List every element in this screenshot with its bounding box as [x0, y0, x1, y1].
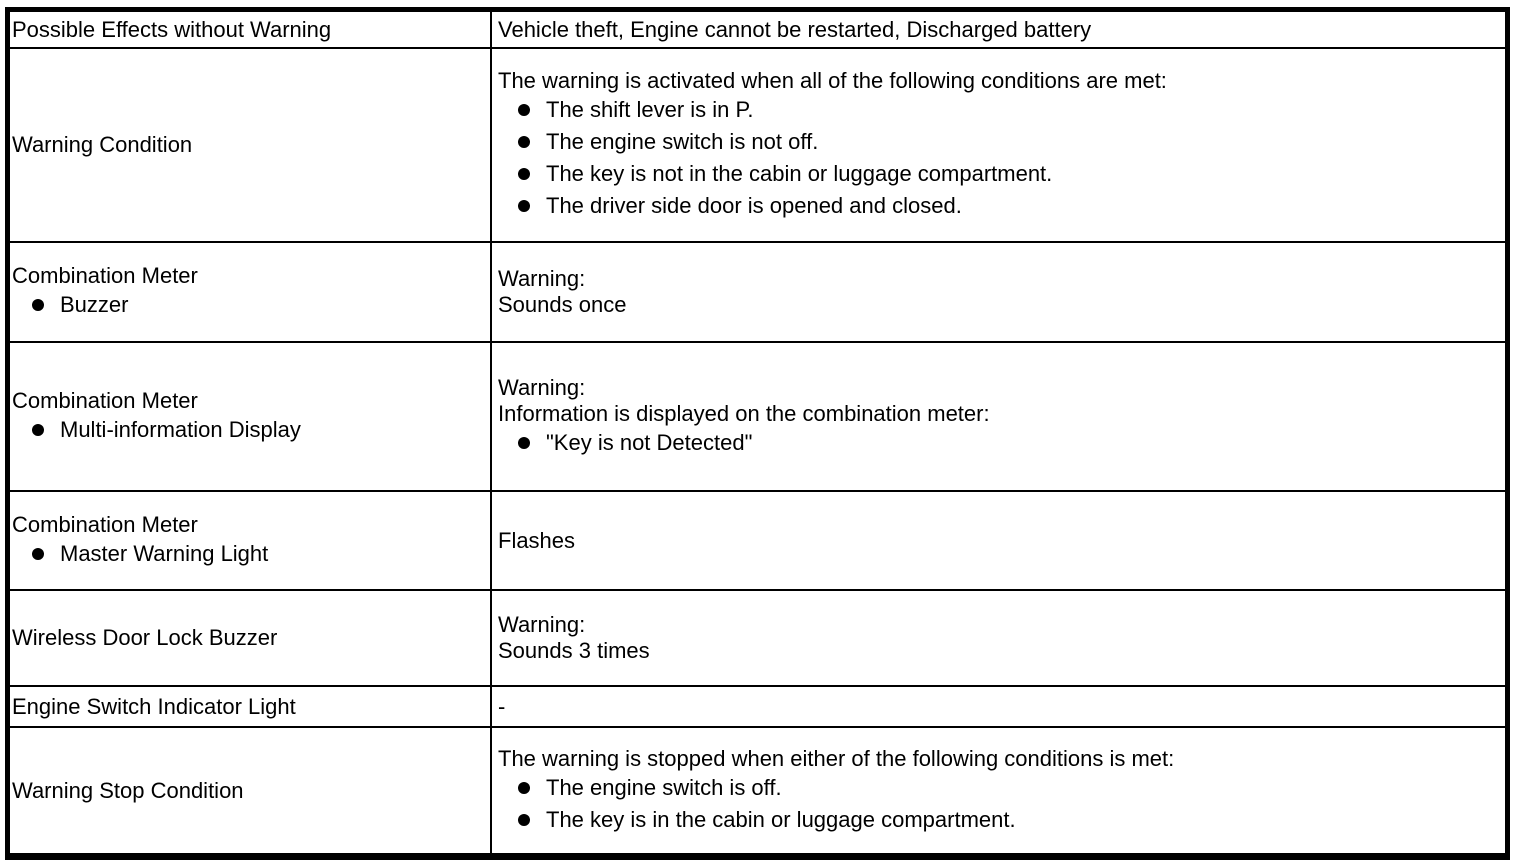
- bullet-icon: [32, 299, 44, 311]
- list-item: The driver side door is opened and close…: [498, 190, 1497, 222]
- cell-text: The warning is stopped when either of th…: [498, 745, 1175, 771]
- list-item: Master Warning Light: [12, 538, 486, 570]
- row-engine-switch-indicator-label-cell: Engine Switch Indicator Light: [10, 687, 492, 728]
- message-list: "Key is not Detected": [498, 427, 1497, 459]
- row-label: Engine Switch Indicator Light: [12, 693, 296, 719]
- cell-text: Warning:: [498, 612, 586, 637]
- row-warning-stop-condition-value-cell: The warning is stopped when either of th…: [492, 728, 1505, 853]
- row-warning-stop-condition-label-cell: Warning Stop Condition: [10, 728, 492, 853]
- list-item-text: "Key is not Detected": [546, 429, 753, 455]
- bullet-icon: [518, 813, 530, 826]
- row-multi-info-display-value-cell: Warning: Information is displayed on the…: [492, 343, 1505, 492]
- row-wireless-door-lock-buzzer-label-cell: Wireless Door Lock Buzzer: [10, 591, 492, 687]
- row-master-warning-light-value-cell: Flashes: [492, 492, 1505, 591]
- row-label: Warning Stop Condition: [12, 777, 244, 803]
- bullet-icon: [32, 547, 44, 560]
- row-master-warning-light-label-cell: Combination Meter Master Warning Light: [10, 492, 492, 591]
- cell-text: Flashes: [498, 527, 576, 553]
- list-item: The key is not in the cabin or luggage c…: [498, 158, 1497, 190]
- row-multi-info-display-label-cell: Combination Meter Multi-information Disp…: [10, 343, 492, 492]
- condition-list: The shift lever is in P. The engine swit…: [498, 94, 1497, 222]
- list-item-text: The key is in the cabin or luggage compa…: [546, 806, 1016, 832]
- list-item-text: Buzzer: [60, 292, 129, 317]
- row-label: Wireless Door Lock Buzzer: [12, 625, 278, 650]
- row-warning-condition-label-cell: Warning Condition: [10, 49, 492, 243]
- list-item: The key is in the cabin or luggage compa…: [498, 804, 1497, 836]
- cell-text: Sounds once: [498, 292, 627, 317]
- cell-text: -: [498, 693, 506, 719]
- list-item-text: The shift lever is in P.: [546, 97, 754, 122]
- row-label: Warning Condition: [12, 132, 193, 157]
- list-item-text: Multi-information Display: [60, 416, 301, 442]
- row-possible-effects-label-cell: Possible Effects without Warning: [10, 12, 492, 49]
- cell-text: Warning:: [498, 374, 586, 400]
- list-item: The engine switch is not off.: [498, 126, 1497, 158]
- label-sub-list: Master Warning Light: [12, 538, 486, 570]
- list-item-text: The key is not in the cabin or luggage c…: [546, 161, 1053, 186]
- cell-text: Warning:: [498, 266, 586, 291]
- label-sub-list: Multi-information Display: [12, 414, 486, 446]
- list-item: "Key is not Detected": [498, 427, 1497, 459]
- list-item-text: Master Warning Light: [60, 540, 269, 566]
- bullet-icon: [518, 200, 530, 212]
- list-item-text: The engine switch is not off.: [546, 129, 819, 154]
- bullet-icon: [518, 136, 530, 148]
- row-buzzer-value-cell: Warning: Sounds once: [492, 243, 1505, 343]
- cell-text: Sounds 3 times: [498, 638, 650, 663]
- list-item: The shift lever is in P.: [498, 94, 1497, 126]
- row-possible-effects-value-cell: Vehicle theft, Engine cannot be restarte…: [492, 12, 1505, 49]
- row-label: Combination Meter: [12, 511, 198, 537]
- row-label: Combination Meter: [12, 387, 198, 413]
- bullet-icon: [518, 104, 530, 116]
- list-item: Buzzer: [12, 289, 486, 321]
- list-item: Multi-information Display: [12, 414, 486, 446]
- row-buzzer-label-cell: Combination Meter Buzzer: [10, 243, 492, 343]
- list-item: The engine switch is off.: [498, 772, 1497, 804]
- list-item-text: The engine switch is off.: [546, 774, 782, 800]
- row-engine-switch-indicator-value-cell: -: [492, 687, 1505, 728]
- list-item-text: The driver side door is opened and close…: [546, 193, 962, 218]
- bullet-icon: [518, 168, 530, 180]
- cell-text: The warning is activated when all of the…: [498, 68, 1167, 93]
- cell-text: Vehicle theft, Engine cannot be restarte…: [498, 16, 1092, 42]
- warning-effects-table: Possible Effects without Warning Vehicle…: [5, 7, 1510, 860]
- bullet-icon: [518, 436, 530, 449]
- condition-list: The engine switch is off. The key is in …: [498, 772, 1497, 836]
- bullet-icon: [32, 423, 44, 436]
- row-wireless-door-lock-buzzer-value-cell: Warning: Sounds 3 times: [492, 591, 1505, 687]
- cell-text: Information is displayed on the combinat…: [498, 400, 990, 426]
- label-sub-list: Buzzer: [12, 289, 486, 321]
- row-label: Combination Meter: [12, 263, 198, 288]
- row-warning-condition-value-cell: The warning is activated when all of the…: [492, 49, 1505, 243]
- bullet-icon: [518, 781, 530, 794]
- row-label: Possible Effects without Warning: [12, 16, 332, 42]
